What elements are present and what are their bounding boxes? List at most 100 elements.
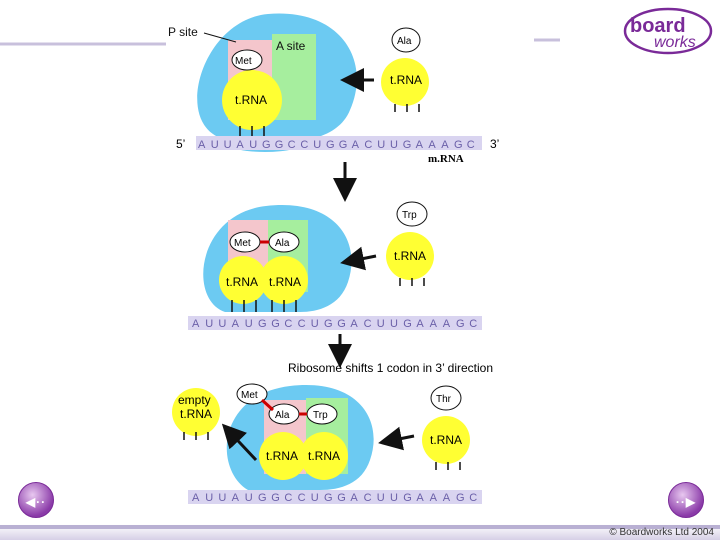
trp-incoming-2	[396, 201, 428, 227]
svg-text:t.RNA: t.RNA	[266, 449, 298, 463]
shift-caption: Ribosome shifts 1 codon in 3’ direction	[288, 361, 493, 375]
nucleotide: G	[258, 318, 267, 330]
nucleotide: G	[454, 139, 463, 151]
svg-text:Ala: Ala	[397, 36, 412, 47]
nucleotide: A	[416, 139, 424, 151]
nucleotide: A	[428, 139, 436, 151]
nucleotide: U	[249, 139, 257, 151]
nucleotide: G	[271, 318, 280, 330]
nucleotide: A	[430, 492, 438, 504]
nucleotide: C	[469, 318, 477, 330]
nucleotide: G	[275, 139, 284, 151]
nucleotide: U	[245, 492, 253, 504]
svg-text:t.RNA: t.RNA	[269, 275, 301, 289]
nucleotide: G	[403, 139, 412, 151]
ala-incoming-1	[391, 27, 421, 53]
nucleotide: A	[350, 318, 358, 330]
nucleotide: U	[377, 492, 385, 504]
trna-incoming-1	[381, 58, 429, 106]
nucleotide: G	[337, 492, 346, 504]
svg-text:board: board	[630, 15, 686, 37]
nucleotide: U	[218, 318, 226, 330]
svg-text:t.RNA: t.RNA	[390, 73, 422, 87]
nucleotide: U	[205, 318, 213, 330]
boardworks-logo: board works	[622, 6, 714, 56]
svg-text:Met: Met	[235, 56, 252, 67]
svg-text:t.RNA: t.RNA	[235, 93, 267, 107]
nucleotide: A	[443, 492, 451, 504]
nucleotide: U	[390, 139, 398, 151]
svg-text:t.RNA: t.RNA	[226, 275, 258, 289]
nucleotide: C	[300, 139, 308, 151]
nucleotide: A	[441, 139, 449, 151]
nucleotide: C	[288, 139, 296, 151]
nucleotide: C	[364, 318, 372, 330]
nucleotide: C	[469, 492, 477, 504]
nucleotide: G	[262, 139, 271, 151]
nucleotide: U	[311, 492, 319, 504]
copyright-text: © Boardworks Ltd 2004	[609, 527, 714, 538]
svg-text:Thr: Thr	[436, 394, 452, 405]
nucleotide: G	[339, 139, 348, 151]
p-site-label: P site	[168, 25, 198, 39]
peptide-bond-3a	[260, 398, 275, 412]
a-site-label: A site	[276, 39, 306, 53]
svg-text:Ala: Ala	[275, 410, 290, 421]
nucleotide: G	[456, 318, 465, 330]
nucleotide: C	[467, 139, 475, 151]
nucleotide: A	[430, 318, 438, 330]
trna-1-p	[222, 70, 282, 130]
nucleotide: A	[352, 139, 360, 151]
nucleotide: A	[232, 492, 240, 504]
met-3	[236, 383, 268, 405]
next-slide-button[interactable]: ··▶	[668, 482, 704, 518]
three-prime-label: 3’	[490, 137, 499, 151]
stage-3: t.RNA t.RNA Ala Trp Met empty t.RNA t.RN…	[172, 383, 482, 504]
svg-text:Ala: Ala	[275, 238, 290, 249]
nucleotide: A	[350, 492, 358, 504]
mrna-label: m.RNA	[428, 153, 464, 165]
svg-text:Trp: Trp	[402, 210, 417, 221]
nucleotide: U	[245, 318, 253, 330]
svg-text:Trp: Trp	[313, 410, 328, 421]
svg-text:empty: empty	[178, 393, 211, 407]
nucleotide: G	[403, 318, 412, 330]
trna-incoming-2	[386, 232, 434, 280]
nucleotide: U	[377, 139, 385, 151]
header-decoration	[0, 0, 720, 60]
nucleotide: A	[416, 318, 424, 330]
nucleotide: C	[298, 318, 306, 330]
svg-text:Met: Met	[241, 390, 258, 401]
nucleotide: U	[224, 139, 232, 151]
nucleotide: C	[284, 492, 292, 504]
nucleotide: A	[416, 492, 424, 504]
nucleotide: U	[377, 318, 385, 330]
nucleotide: G	[271, 492, 280, 504]
nucleotide: G	[337, 318, 346, 330]
nucleotide: U	[205, 492, 213, 504]
nucleotide: U	[390, 492, 398, 504]
nucleotide: C	[284, 318, 292, 330]
five-prime-label: 5’	[176, 137, 185, 151]
nucleotide: G	[403, 492, 412, 504]
nucleotide: G	[324, 492, 333, 504]
empty-trna	[172, 388, 220, 436]
nucleotide: C	[298, 492, 306, 504]
nucleotide: U	[218, 492, 226, 504]
svg-text:Met: Met	[234, 238, 251, 249]
mrna-strip-3	[188, 490, 482, 504]
nucleotide: A	[192, 318, 200, 330]
previous-slide-button[interactable]: ◀··	[18, 482, 54, 518]
nucleotide: G	[326, 139, 335, 151]
trna-3-a	[300, 432, 348, 480]
trna-incoming-3	[422, 416, 470, 464]
nucleotide: C	[364, 139, 372, 151]
footer-band	[0, 525, 720, 529]
nucleotide: G	[456, 492, 465, 504]
